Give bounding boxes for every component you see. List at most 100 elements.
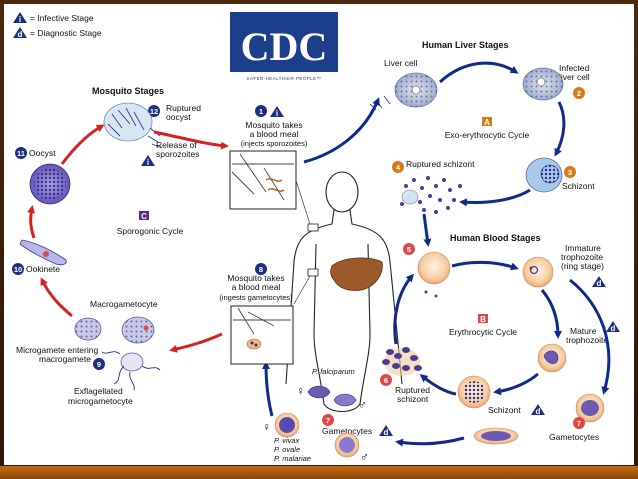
svg-text:i: i xyxy=(19,15,21,24)
svg-text:B: B xyxy=(480,315,486,324)
svg-text:trophozoite: trophozoite xyxy=(566,335,608,345)
svg-text:C: C xyxy=(141,212,147,221)
diagnostic-stage-icon: d xyxy=(13,27,27,39)
stage-3-schizont: 3 Schizont xyxy=(525,157,595,193)
svg-text:(ring stage): (ring stage) xyxy=(561,261,604,271)
legend-diagnostic-label: = Diagnostic Stage xyxy=(30,28,102,38)
legend: i = Infective Stage d = Diagnostic Stage xyxy=(13,12,102,39)
svg-text:11: 11 xyxy=(17,149,25,158)
svg-text:8: 8 xyxy=(259,265,263,274)
stage-2-infected-liver-cell: Infected liver cell 2 xyxy=(522,63,590,101)
svg-text:liver cell: liver cell xyxy=(559,72,590,82)
svg-text:Release of: Release of xyxy=(156,140,197,150)
svg-text:Gametocytes: Gametocytes xyxy=(549,432,599,442)
svg-text:Mosquito takes: Mosquito takes xyxy=(245,120,302,130)
svg-text:macrogamete: macrogamete xyxy=(39,354,91,364)
svg-text:Gametocytes: Gametocytes xyxy=(322,426,372,436)
cdc-logo: CDC SAFER·HEALTHIER·PEOPLE™ xyxy=(230,12,338,81)
gametocytes-bottom: P. falciparum ♀ ♂ ♀ 7 Gametocytes d ♂ P.… xyxy=(262,367,393,464)
stage-4-ruptured-schizont: 4 Ruptured schizont xyxy=(392,159,475,214)
svg-text:(injects sporozoites): (injects sporozoites) xyxy=(241,139,308,148)
svg-text:P. vivax: P. vivax xyxy=(274,436,300,445)
svg-text:Exflagellated: Exflagellated xyxy=(74,386,123,396)
svg-text:Schizont: Schizont xyxy=(562,181,595,191)
svg-text:2: 2 xyxy=(577,89,581,98)
svg-text:oocyst: oocyst xyxy=(166,112,191,122)
liver-cycle-arrows xyxy=(303,61,566,247)
skin-biopsy-box-upper xyxy=(229,150,297,210)
svg-text:7: 7 xyxy=(577,419,581,428)
stage-5-merozoite-rbc: 5 xyxy=(403,243,451,298)
svg-text:Erythrocytic Cycle: Erythrocytic Cycle xyxy=(449,327,517,337)
stage-1-badge xyxy=(255,105,267,117)
cycle-b-label: B Erythrocytic Cycle xyxy=(449,314,517,337)
svg-text:1: 1 xyxy=(259,107,263,116)
stage-1: 1 i Mosquito takes a blood meal (injects… xyxy=(229,105,308,210)
infective-stage-icon: i xyxy=(13,12,27,24)
svg-text:schizont: schizont xyxy=(397,394,429,404)
cdc-logo-text: CDC xyxy=(241,24,328,69)
svg-text:7: 7 xyxy=(326,416,330,425)
svg-text:d: d xyxy=(611,324,616,333)
svg-text:sporozoites: sporozoites xyxy=(156,149,199,159)
svg-text:♂: ♂ xyxy=(358,398,367,412)
svg-text:Immature: Immature xyxy=(565,243,601,253)
skin-biopsy-box-lower xyxy=(230,305,294,365)
svg-text:6: 6 xyxy=(384,376,388,385)
blood-stages-header: Human Blood Stages xyxy=(450,233,541,243)
svg-text:P. ovale: P. ovale xyxy=(274,445,300,454)
svg-text:♂: ♂ xyxy=(360,450,369,464)
svg-text:Mature: Mature xyxy=(570,326,597,336)
mosquito-stages-header: Mosquito Stages xyxy=(92,86,164,96)
svg-text:P. falciparum: P. falciparum xyxy=(312,367,355,376)
human-silhouette xyxy=(285,171,403,413)
cycle-c-label: C Sporogonic Cycle xyxy=(117,211,184,236)
immature-trophozoite: Immature trophozoite (ring stage) d xyxy=(522,243,606,288)
svg-text:(ingests gametocytes): (ingests gametocytes) xyxy=(219,293,293,302)
cycle-a-label: A Exo-erythrocytic Cycle xyxy=(445,117,530,140)
liver-stages-header: Human Liver Stages xyxy=(422,40,509,50)
svg-text:Infected: Infected xyxy=(559,63,590,73)
infective-marker-icon xyxy=(270,106,284,117)
blood-schizont: Schizont d xyxy=(457,375,545,416)
svg-text:4: 4 xyxy=(396,163,401,172)
svg-text:12: 12 xyxy=(150,107,158,116)
svg-text:Mosquito takes: Mosquito takes xyxy=(227,273,284,283)
svg-text:d: d xyxy=(536,407,541,416)
svg-text:trophozoite: trophozoite xyxy=(561,252,603,262)
slide-bottom-bar xyxy=(0,466,638,479)
bite-site-upper xyxy=(307,223,319,232)
svg-text:i: i xyxy=(276,109,278,118)
svg-text:♀: ♀ xyxy=(296,384,305,398)
svg-text:10: 10 xyxy=(14,265,22,274)
svg-text:9: 9 xyxy=(97,360,101,369)
svg-text:Exo-erythrocytic Cycle: Exo-erythrocytic Cycle xyxy=(445,130,530,140)
sporogonic-cycle-arrows xyxy=(27,124,229,353)
gametocyte-return-arrows xyxy=(262,361,465,447)
stage-10-ookinete: 10 Ookinete xyxy=(12,239,67,275)
svg-text:P. malariae: P. malariae xyxy=(274,454,311,463)
svg-text:i: i xyxy=(147,158,149,167)
svg-text:Microgamete entering: Microgamete entering xyxy=(16,345,98,355)
svg-text:Sporogonic Cycle: Sporogonic Cycle xyxy=(117,226,184,236)
cdc-tagline: SAFER·HEALTHIER·PEOPLE™ xyxy=(247,76,322,81)
stage-8: 8 Mosquito takes a blood meal (ingests g… xyxy=(219,263,294,365)
bite-site-lower xyxy=(307,268,319,277)
malaria-lifecycle-diagram: i = Infective Stage d = Diagnostic Stage… xyxy=(12,12,620,464)
mature-trophozoite: Mature trophozoite d xyxy=(537,321,620,373)
legend-infective-label: = Infective Stage xyxy=(30,13,94,23)
svg-text:Ruptured: Ruptured xyxy=(166,103,201,113)
svg-text:a blood meal: a blood meal xyxy=(232,282,281,292)
stage-9-microgamete: Macrogametocyte Microgamete entering mac… xyxy=(16,299,161,406)
liver-cell: Liver cell xyxy=(369,58,438,111)
svg-text:Liver cell: Liver cell xyxy=(384,58,418,68)
svg-text:5: 5 xyxy=(407,245,411,254)
svg-text:d: d xyxy=(597,279,602,288)
stage-12-ruptured-oocyst: Ruptured oocyst 12 Release of sporozoite… xyxy=(103,102,201,167)
svg-text:Macrogametocyte: Macrogametocyte xyxy=(90,299,158,309)
stage-11-oocyst: 11 Oocyst xyxy=(15,147,71,205)
svg-text:d: d xyxy=(384,428,389,437)
blood-cycle-arrows xyxy=(393,260,611,396)
svg-text:Ruptured schizont: Ruptured schizont xyxy=(406,159,475,169)
stage-7-gametocytes-right: 7 Gametocytes xyxy=(473,393,605,445)
